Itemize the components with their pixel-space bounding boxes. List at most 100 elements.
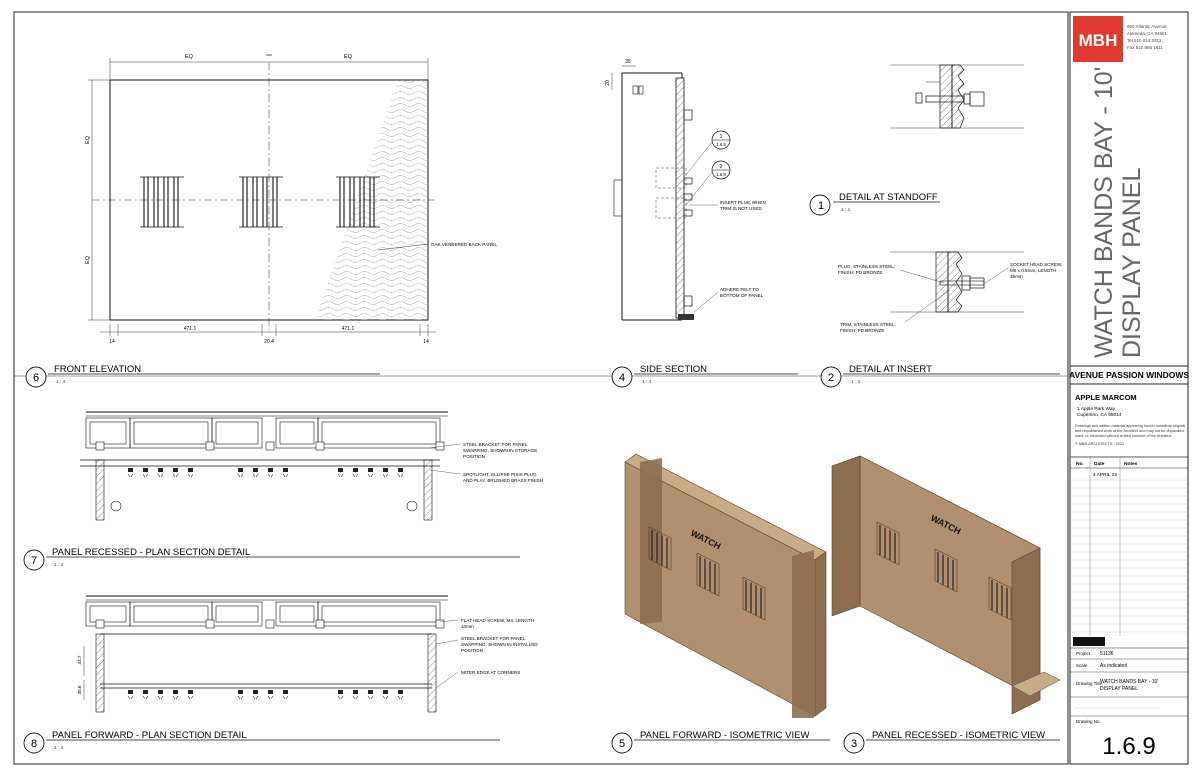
firm-address-line: Fax 510 865 1611 <box>1127 45 1163 50</box>
view-number: 7 <box>31 555 37 567</box>
drawing-number: 1.6.9 <box>1102 733 1155 760</box>
plan-dim-a: 44.7 <box>77 655 82 664</box>
firm-logo-text: MBH <box>1079 31 1118 50</box>
view-number-circle <box>23 732 45 754</box>
view-number: 8 <box>31 738 37 750</box>
view-number: 2 <box>828 372 834 384</box>
dim-eq-top-right: EQ <box>344 54 353 60</box>
dim-bottom-label: 14 <box>423 339 429 345</box>
copyright-line: Drawings and written material appearing … <box>1075 424 1185 428</box>
note-spotlight: AND PLAY, BRUSHED BRASS FINISH <box>463 478 543 483</box>
view-number-circle-1 <box>809 194 831 216</box>
dim-bottom-label: 14 <box>109 339 115 345</box>
view-scale: 1 : 1 <box>851 379 861 385</box>
iso-recessed-view: WATCH <box>831 455 1061 715</box>
side-dim-left: 20 <box>605 80 611 86</box>
dim-eq-top-left: EQ <box>185 54 194 60</box>
copyright-line: and unpublished work of the Architect an… <box>1075 429 1185 433</box>
note-socket-screw: 35mm <box>1010 274 1023 279</box>
side-dim-top: 35 <box>625 59 631 65</box>
dim-eq-left-top: EQ <box>85 135 91 144</box>
revision-header-notes: Notes <box>1124 461 1138 467</box>
note-socket-screw: SOCKET HEAD SCREW, <box>1010 262 1062 267</box>
view-number-circle <box>23 549 45 571</box>
dim-bottom-label: 20.4 <box>264 339 274 345</box>
firm-address-line: Alameda, CA 94501 <box>1127 31 1168 36</box>
view-scale: 1 : 4 <box>56 379 66 385</box>
view-number-circle <box>820 366 842 388</box>
plan-dim-b: 35.6 <box>77 685 82 694</box>
callout-number: 1 <box>720 134 723 140</box>
scale-label: Scale <box>1076 663 1088 668</box>
plan-forward-view: 44.7 35.6 FLAT HEAD SCREW, M4, LENGTH 10… <box>77 595 538 713</box>
view-title: PANEL RECESSED - PLAN SECTION DETAIL <box>52 547 250 558</box>
note-bracket-installed: STEEL BRACKET FOR PANEL <box>461 636 526 641</box>
note-socket-screw: M6 x 0.5mm, LENGTH <box>1010 268 1056 273</box>
scale-value: As indicated <box>1100 663 1127 669</box>
watch-band-slots <box>140 176 380 228</box>
note-miter-edge: MITER EDGE AT CORNERS <box>461 670 520 675</box>
drawing-title-line2: DISPLAY PANEL <box>1100 686 1138 692</box>
view-title-6: 6 FRONT ELEVATION 1 : 4 <box>25 364 380 388</box>
note-back-panel: OAK VENEERED BACK PANEL <box>431 242 497 247</box>
drawing-title-label: Drawing Title <box>1076 681 1103 686</box>
view-title: FRONT ELEVATION <box>54 364 141 375</box>
note-bracket-storage: POSITION <box>463 454 485 459</box>
note-spotlight: SPOTLIGHT, ELLIPSE PIXIS PLUG <box>463 472 537 477</box>
note-bracket-storage: STEEL BRACKET FOR PANEL <box>463 442 528 447</box>
view-number: 5 <box>619 738 625 750</box>
sheet-border <box>13 11 1069 765</box>
view-title: DETAIL AT INSERT <box>849 364 932 375</box>
view-number-circle <box>25 366 47 388</box>
view-number-circle <box>611 366 633 388</box>
note-trim: TRIM, STAINLESS STEEL; <box>840 322 896 327</box>
note-bracket-installed: POSITION <box>461 648 483 653</box>
view-title: SIDE SECTION <box>640 364 707 375</box>
revision-header-no: No. <box>1076 461 1084 467</box>
view-title: PANEL RECESSED - ISOMETRIC VIEW <box>872 730 1045 741</box>
revision-table: No. Date Notes 4 APRIL 22 <box>1070 456 1188 636</box>
drawing-no-label: Drawing No. <box>1076 719 1101 724</box>
view-scale: 1 : 1 <box>841 207 851 213</box>
view-title-2: 2 DETAIL AT INSERT 1 : 1 <box>820 364 1060 388</box>
client-address-line: Cupertino, CA 95014 <box>1077 412 1122 418</box>
view-number-circle <box>611 732 633 754</box>
project-number: 51136 <box>1100 651 1114 657</box>
view-number-circle <box>843 732 865 754</box>
callout-sheet: 1.6.9 <box>716 172 726 177</box>
note-trim: FINISH: PD BRONZE <box>840 328 884 333</box>
firm-address-line: Tel 510 814 3312 <box>1127 38 1162 43</box>
note-felt: BOTTOM OF PANEL <box>720 293 764 298</box>
view-title: PANEL FORWARD - PLAN SECTION DETAIL <box>52 730 247 741</box>
side-section-view: 35 20 1 1.6.9 2 1.6.9 INSERT PLUG WHEN T… <box>605 59 766 321</box>
note-flat-head-screw: FLAT HEAD SCREW, M4, LENGTH <box>461 618 534 623</box>
front-elevation-view: EQ EQ EQ EQ 14 471.1 20.4 471.1 14 OAK V… <box>85 54 497 345</box>
project-label: Project <box>1076 651 1091 656</box>
project-name: AVENUE PASSION WINDOWS <box>1069 370 1189 380</box>
title-bar <box>1073 637 1105 646</box>
copyright-line: used, or disclosed without written conse… <box>1075 434 1173 438</box>
dim-eq-left-bottom: EQ <box>85 255 91 264</box>
view-number: 6 <box>33 372 39 384</box>
title-block: MBH 950 Atlantic Avenue Alameda, CA 9450… <box>1069 11 1189 765</box>
firm-logo <box>1073 16 1123 62</box>
callout-sheet: 1.6.9 <box>716 142 726 147</box>
view-number: 1 <box>818 200 824 212</box>
sheet-title-line1: WATCH BANDS BAY - 10' <box>1090 67 1118 358</box>
view-number: 4 <box>619 372 625 384</box>
revision-header-date: Date <box>1094 461 1105 467</box>
sheet-title-line2: DISPLAY PANEL <box>1118 168 1146 358</box>
note-plug: FINISH: PD BRONZE <box>838 270 882 275</box>
dim-bottom-label: 471.1 <box>184 326 197 332</box>
detail-standoff-view <box>809 64 1024 216</box>
view-title-3: 3 PANEL RECESSED - ISOMETRIC VIEW <box>843 730 1060 754</box>
note-bracket-installed: SWAPPING, SHOWN IN INSTALLED <box>461 642 538 647</box>
felt-strip <box>678 314 694 320</box>
view-number: 3 <box>851 738 857 750</box>
